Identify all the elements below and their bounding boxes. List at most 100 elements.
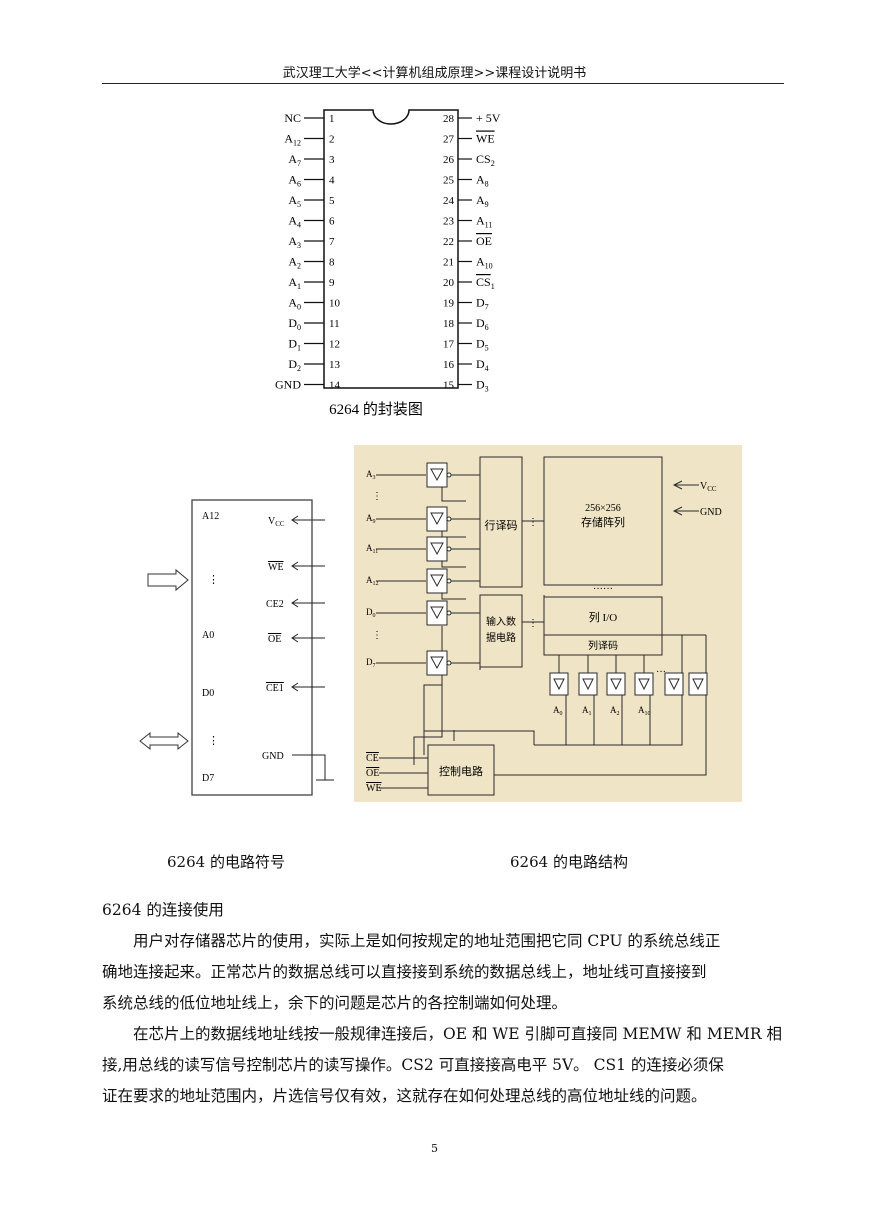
body-text: 用户对存储器芯片的使用，实际上是如何按规定的地址范围把它同 CPU 的系统总线正… <box>102 926 792 1126</box>
pin-number: 11 <box>329 318 340 330</box>
buffer-icon <box>426 600 448 626</box>
symbol-we: WE <box>268 562 284 573</box>
control-we: WE <box>366 783 382 794</box>
pin-name: A5 <box>288 193 301 209</box>
pin-name: D5 <box>476 337 489 353</box>
buffer-icon <box>578 672 598 696</box>
data-bus-arrow <box>139 731 189 751</box>
dip-left-pins: 1NC2A123A74A65A56A47A38A29A110A011D012D1… <box>275 111 341 392</box>
paragraph-line: 用户对存储器芯片的使用，实际上是如何按规定的地址范围把它同 CPU 的系统总线正 <box>102 932 721 950</box>
structure-caption: 6264 的电路结构 <box>510 853 628 871</box>
pin-name: CS1 <box>476 275 495 291</box>
pin-name: A0 <box>288 296 301 312</box>
row-decoder-dots: ⋮ <box>528 517 538 528</box>
symbol-body <box>191 499 313 796</box>
row-decoder-block <box>479 456 523 588</box>
pin-number: 4 <box>329 175 335 187</box>
control-ce: CE <box>366 753 379 764</box>
pin-number: 14 <box>329 380 341 392</box>
pin-name: A3 <box>288 234 301 250</box>
circuit-symbol-diagram: A12 ⋮ A0 D0 ⋮ D7 VCC WE CE2 OE CE1 GND <box>139 499 334 796</box>
pin-number: 20 <box>443 277 455 289</box>
pin-name: A1 <box>288 275 301 291</box>
pin-name: A4 <box>288 214 301 230</box>
section-title: 6264 的连接使用 <box>102 901 224 919</box>
pin-number: 27 <box>443 134 455 146</box>
buffer-icon <box>549 672 569 696</box>
symbol-ce2: CE2 <box>266 599 284 610</box>
pin-name: NC <box>284 111 301 125</box>
column-io-block <box>543 596 663 656</box>
paragraph-line: 系统总线的低位地址线上，余下的问题是芯片的各控制端如何处理。 <box>102 994 568 1012</box>
pin-name: D1 <box>288 337 301 353</box>
column-decoder-label: 列译码 <box>588 639 618 652</box>
symbol-d0: D0 <box>202 688 214 699</box>
data-input-label-2: 据电路 <box>486 631 516 644</box>
control-oe: OE <box>366 768 379 779</box>
input-label: A11 <box>366 543 378 555</box>
array-dots: ······ <box>593 584 613 595</box>
pin-name: OE <box>476 234 492 248</box>
data-input-dots: ⋮ <box>528 618 538 629</box>
pin-number: 17 <box>443 339 455 351</box>
paragraph-line: 证在要求的地址范围内，片选信号仅有效，这就存在如何处理总线的高位地址线的问题。 <box>102 1087 707 1105</box>
input-dots: ⋮ <box>372 630 382 641</box>
pin-name: + 5V <box>476 111 501 125</box>
pin-number: 21 <box>443 257 454 269</box>
input-label: D0 <box>366 607 376 619</box>
symbol-caption: 6264 的电路符号 <box>167 853 285 871</box>
symbol-a12: A12 <box>202 511 219 522</box>
buffer-icon <box>426 650 448 676</box>
pin-number: 12 <box>329 339 340 351</box>
pin-number: 13 <box>329 359 341 371</box>
pin-number: 2 <box>329 134 335 146</box>
pin-number: 22 <box>443 236 454 248</box>
buffer-icon <box>606 672 626 696</box>
symbol-data-dots: ⋮ <box>208 735 219 747</box>
dip-package-diagram: 1NC2A123A74A65A56A47A38A29A110A011D012D1… <box>275 109 501 418</box>
dip-body <box>323 109 459 389</box>
structure-wires <box>376 459 707 789</box>
pin-name: D7 <box>476 296 489 312</box>
pin-name: A8 <box>476 173 489 189</box>
memory-array-label: 存储阵列 <box>581 515 625 529</box>
pin-number: 24 <box>443 195 455 207</box>
pin-number: 16 <box>443 359 455 371</box>
column-ellipsis: ··· <box>656 667 666 678</box>
buffer-icon <box>426 568 448 594</box>
pin-name: A10 <box>476 255 493 271</box>
structure-vcc: VCC <box>700 481 717 493</box>
page-number: 5 <box>431 1142 438 1155</box>
row-decoder-label: 行译码 <box>485 519 518 532</box>
pin-number: 7 <box>329 236 335 248</box>
symbol-addr-dots: ⋮ <box>208 574 219 586</box>
input-dots: ⋮ <box>372 491 382 502</box>
data-input-block <box>479 594 523 668</box>
pin-name: WE <box>476 132 495 146</box>
pin-number: 25 <box>443 175 455 187</box>
buffer-icon <box>634 672 654 696</box>
buffer-icon <box>426 462 448 488</box>
pin-number: 18 <box>443 318 455 330</box>
pin-number: 5 <box>329 195 335 207</box>
pin-number: 1 <box>329 113 335 125</box>
pin-number: 23 <box>443 216 455 228</box>
pin-name: D0 <box>288 316 301 332</box>
pin-name: A6 <box>288 173 301 189</box>
pin-name: D2 <box>288 357 301 373</box>
paragraph-line: 在芯片上的数据线地址线按一般规律连接后，OE 和 WE 引脚可直接同 MEMW … <box>102 1025 782 1043</box>
symbol-ce1: CE1 <box>266 683 284 694</box>
pin-name: A9 <box>476 193 489 209</box>
symbol-d7: D7 <box>202 773 214 784</box>
input-label: A12 <box>366 575 379 587</box>
paragraph-line: 确地连接起来。正常芯片的数据总线可以直接接到系统的数据总线上，地址线可直接接到 <box>102 963 707 981</box>
address-bus-arrow <box>147 568 189 592</box>
pin-name: GND <box>275 378 301 392</box>
column-io-label: 列 I/O <box>589 610 617 624</box>
symbol-oe: OE <box>268 634 281 645</box>
pin-number: 9 <box>329 277 335 289</box>
buffer-icon <box>688 672 708 696</box>
